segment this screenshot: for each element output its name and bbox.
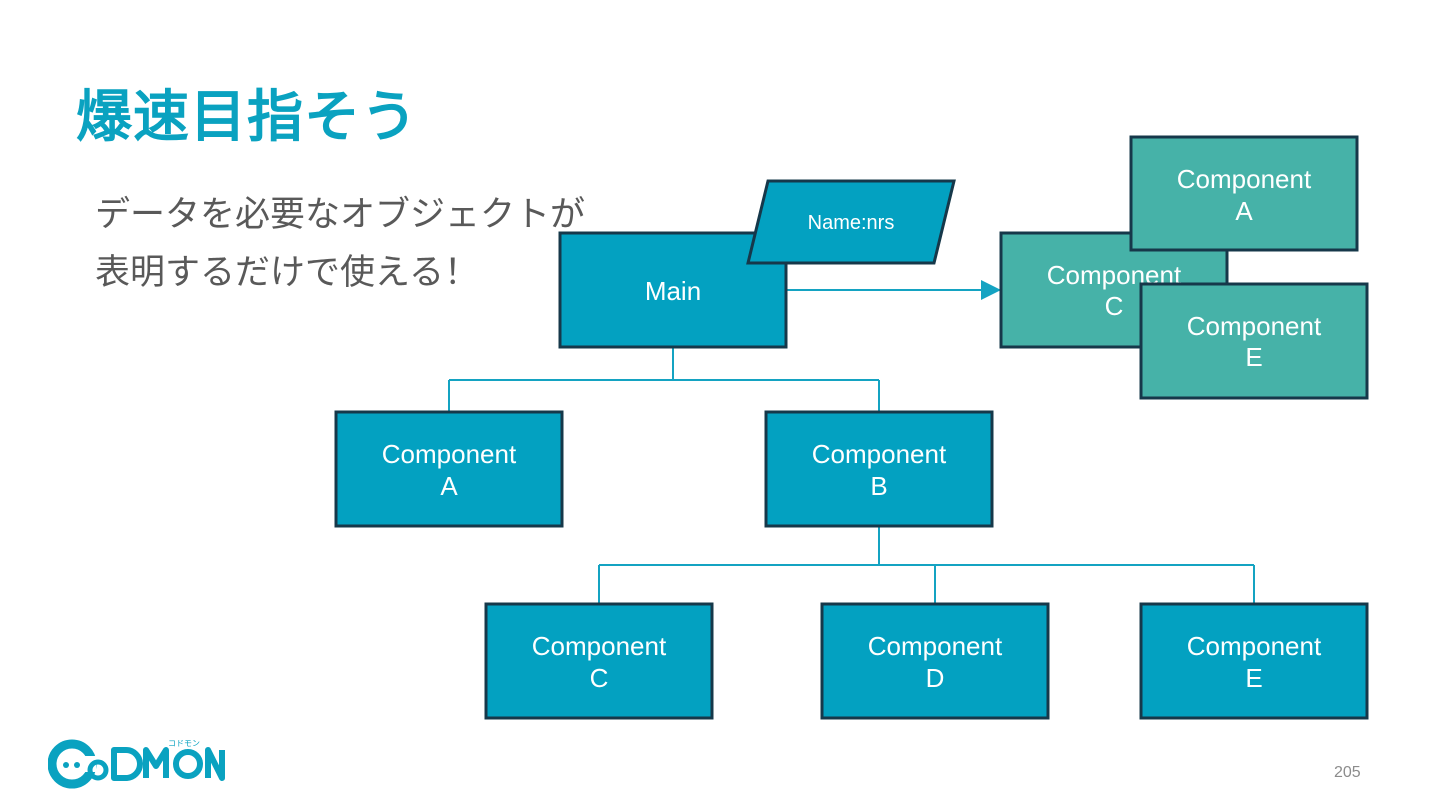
node-teal-component-c-line2: C (1105, 291, 1124, 321)
node-component-a: Component A (334, 410, 564, 528)
slide-title: 爆速目指そう (76, 85, 418, 150)
node-teal-component-e: Component E (1139, 282, 1369, 400)
node-teal-component-a: Component A (1129, 135, 1359, 252)
codmon-logo: コドモン (47, 738, 228, 794)
node-component-d-line2: D (926, 663, 945, 693)
node-component-b-line2: B (870, 471, 887, 501)
node-teal-component-e-line1: Component (1187, 311, 1322, 341)
body-line-2: 表明するだけで使える！ (95, 253, 479, 293)
slide-body: データを必要なオブジェクトが 表明するだけで使える！ (95, 186, 585, 302)
node-component-c-line1: Component (532, 631, 667, 661)
tree-connectors (448, 280, 1255, 604)
node-teal-component-e-line2: E (1245, 342, 1262, 372)
connector-b-to-children (598, 527, 1255, 604)
node-component-d: Component D (820, 602, 1050, 720)
node-main-label: Main (645, 276, 701, 306)
node-component-a-line2: A (440, 471, 458, 501)
node-component-c: Component C (484, 602, 714, 720)
codmon-logo-mark: コドモン (47, 739, 225, 789)
node-component-b-line1: Component (812, 439, 947, 469)
node-main: Main (558, 231, 788, 349)
node-teal-component-a-line1: Component (1177, 164, 1312, 194)
node-name-tag: Name:nrs (746, 179, 956, 265)
node-component-b: Component B (764, 410, 994, 528)
node-component-e-line2: E (1245, 663, 1262, 693)
node-name-tag-label: Name:nrs (808, 212, 895, 234)
node-component-a-line1: Component (382, 439, 517, 469)
logo-kana: コドモン (168, 739, 200, 748)
body-line-1: データを必要なオブジェクトが (95, 195, 586, 235)
page-number: 205 (1334, 764, 1361, 781)
node-component-c-line2: C (590, 663, 609, 693)
node-component-e: Component E (1139, 602, 1369, 720)
node-component-e-line1: Component (1187, 631, 1322, 661)
node-teal-component-a-line2: A (1235, 196, 1253, 226)
connector-main-to-children (448, 347, 880, 412)
node-component-d-line1: Component (868, 631, 1003, 661)
